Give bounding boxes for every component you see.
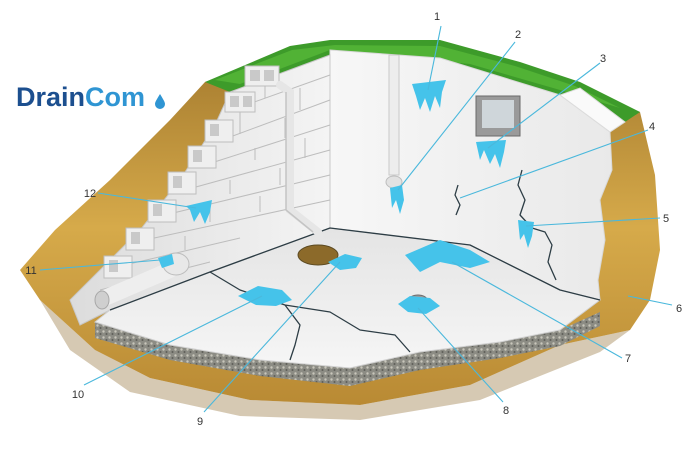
floor-slab-edge: [95, 312, 600, 386]
draincom-logo: DrainCom: [16, 82, 165, 112]
callout-number-8: 8: [503, 405, 509, 417]
logo-text-com: Com: [85, 82, 145, 112]
leader-6: [627, 295, 673, 306]
interior-downspout: [276, 81, 326, 256]
leader-9: [203, 261, 341, 413]
leader-2: [397, 41, 516, 191]
leak-7: [405, 240, 490, 272]
callout-number-7: 7: [625, 353, 631, 365]
leader-11: [39, 259, 161, 271]
drain-pipe-end: [94, 290, 110, 310]
leader-5: [525, 217, 661, 227]
callout-number-1: 1: [434, 11, 440, 23]
callout-number-10: 10: [72, 389, 84, 401]
leak-3: [476, 140, 506, 168]
callout-number-2: 2: [515, 29, 521, 41]
floor-wall-joint: [109, 227, 601, 311]
leak-11: [158, 254, 174, 268]
logo-text-drain: Drain: [16, 82, 85, 112]
wall-pipe: [388, 54, 400, 176]
leader-7: [451, 261, 623, 359]
leader-1: [427, 25, 442, 91]
callout-number-4: 4: [649, 121, 655, 133]
leader-4: [459, 129, 649, 199]
leader-12: [97, 192, 197, 209]
water-leaks: [158, 80, 534, 314]
callout-leaders: [39, 25, 673, 413]
interior-downspout-shade: [285, 92, 314, 233]
wall-top-edge: [558, 87, 626, 133]
leak-12: [186, 200, 212, 224]
leak-8: [398, 296, 440, 314]
logo-text: DrainCom: [16, 82, 145, 112]
window-glass: [482, 100, 514, 128]
wall-crack-4: [454, 184, 461, 216]
callout-number-3: 3: [600, 53, 606, 65]
water-drop-icon: [155, 94, 165, 109]
callout-number-11: 11: [25, 265, 36, 277]
block-holes: [109, 70, 274, 272]
sump-hole: [297, 244, 339, 266]
leader-3: [487, 62, 601, 149]
callout-number-6: 6: [676, 303, 682, 315]
callout-number-9: 9: [197, 416, 203, 428]
leak-5: [518, 220, 534, 248]
leak-1: [412, 80, 446, 112]
leader-8: [417, 307, 504, 403]
leader-10: [83, 295, 263, 386]
leak-2: [390, 185, 404, 214]
callout-number-12: 12: [84, 188, 96, 200]
soil-dark-shading: [40, 300, 630, 420]
callout-number-5: 5: [663, 213, 669, 225]
callout-numbers: 1 2 3 4 5 6 7 8 9 10 11 12: [25, 11, 682, 428]
